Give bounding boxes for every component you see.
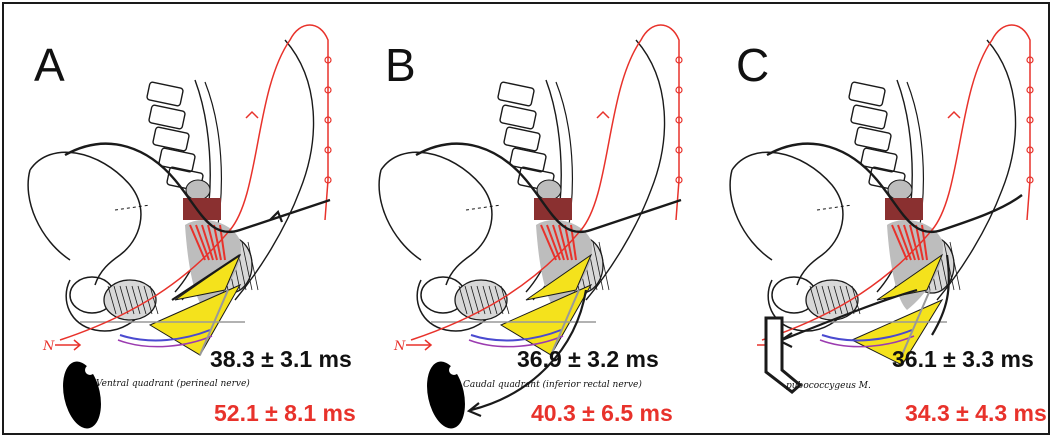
recording-site xyxy=(421,358,470,432)
ilium-outline xyxy=(732,152,843,285)
stim-symbol-b: N xyxy=(394,339,405,354)
organ-gray xyxy=(186,180,210,200)
panel-c: C 36.1 ± 3.3 ms 34.3 ± 4.3 ms pubococcyg… xyxy=(702,0,1053,437)
recording-dot xyxy=(449,365,459,375)
vertebra xyxy=(498,82,535,107)
panel-label-c: C xyxy=(736,38,769,92)
ilium-front xyxy=(730,170,772,260)
ilium-outline xyxy=(30,152,141,285)
red-arrowhead xyxy=(246,112,258,118)
organ-gray xyxy=(888,180,912,200)
vertebra xyxy=(153,127,190,152)
ilium-outline xyxy=(381,152,492,285)
annotation-b: Caudal quadrant (inferior rectal nerve) xyxy=(463,380,642,390)
latency-black-b: 36.9 ± 3.2 ms xyxy=(517,346,659,373)
latency-red-b: 40.3 ± 6.5 ms xyxy=(531,400,673,427)
vertebra xyxy=(849,82,886,107)
latency-black-a: 38.3 ± 3.1 ms xyxy=(210,346,352,373)
latency-black-c: 36.1 ± 3.3 ms xyxy=(892,346,1034,373)
latency-red-c: 34.3 ± 4.3 ms xyxy=(905,400,1047,427)
vertebra xyxy=(149,105,186,130)
vertebra xyxy=(851,105,888,130)
panel-b: B 36.9 ± 3.2 ms 40.3 ± 6.5 ms Caudal qua… xyxy=(351,0,702,437)
recording-site xyxy=(57,358,106,432)
vertebra xyxy=(147,82,184,107)
panel-label-a: A xyxy=(34,38,65,92)
stim-symbol-a: N xyxy=(43,339,54,354)
annotation-a: Ventral quadrant (perineal nerve) xyxy=(96,379,250,389)
ilium-front xyxy=(379,170,421,260)
vertebra xyxy=(855,127,892,152)
pelvic-brim-dashed xyxy=(115,205,150,210)
organ-gray xyxy=(537,180,561,200)
pelvic-brim-dashed xyxy=(817,205,852,210)
latency-red-a: 52.1 ± 8.1 ms xyxy=(214,400,356,427)
panel-label-b: B xyxy=(385,38,416,92)
pelvic-brim-dashed xyxy=(466,205,501,210)
red-arrowhead xyxy=(948,112,960,118)
recording-dot xyxy=(85,365,95,375)
ilium-front xyxy=(28,170,70,260)
vertebra xyxy=(504,127,541,152)
red-arrowhead xyxy=(597,112,609,118)
annotation-c: pubococcygeus M. xyxy=(786,381,871,391)
vertebra xyxy=(500,105,537,130)
panel-a: A 38.3 ± 3.1 ms 52.1 ± 8.1 ms Ventral qu… xyxy=(0,0,351,437)
